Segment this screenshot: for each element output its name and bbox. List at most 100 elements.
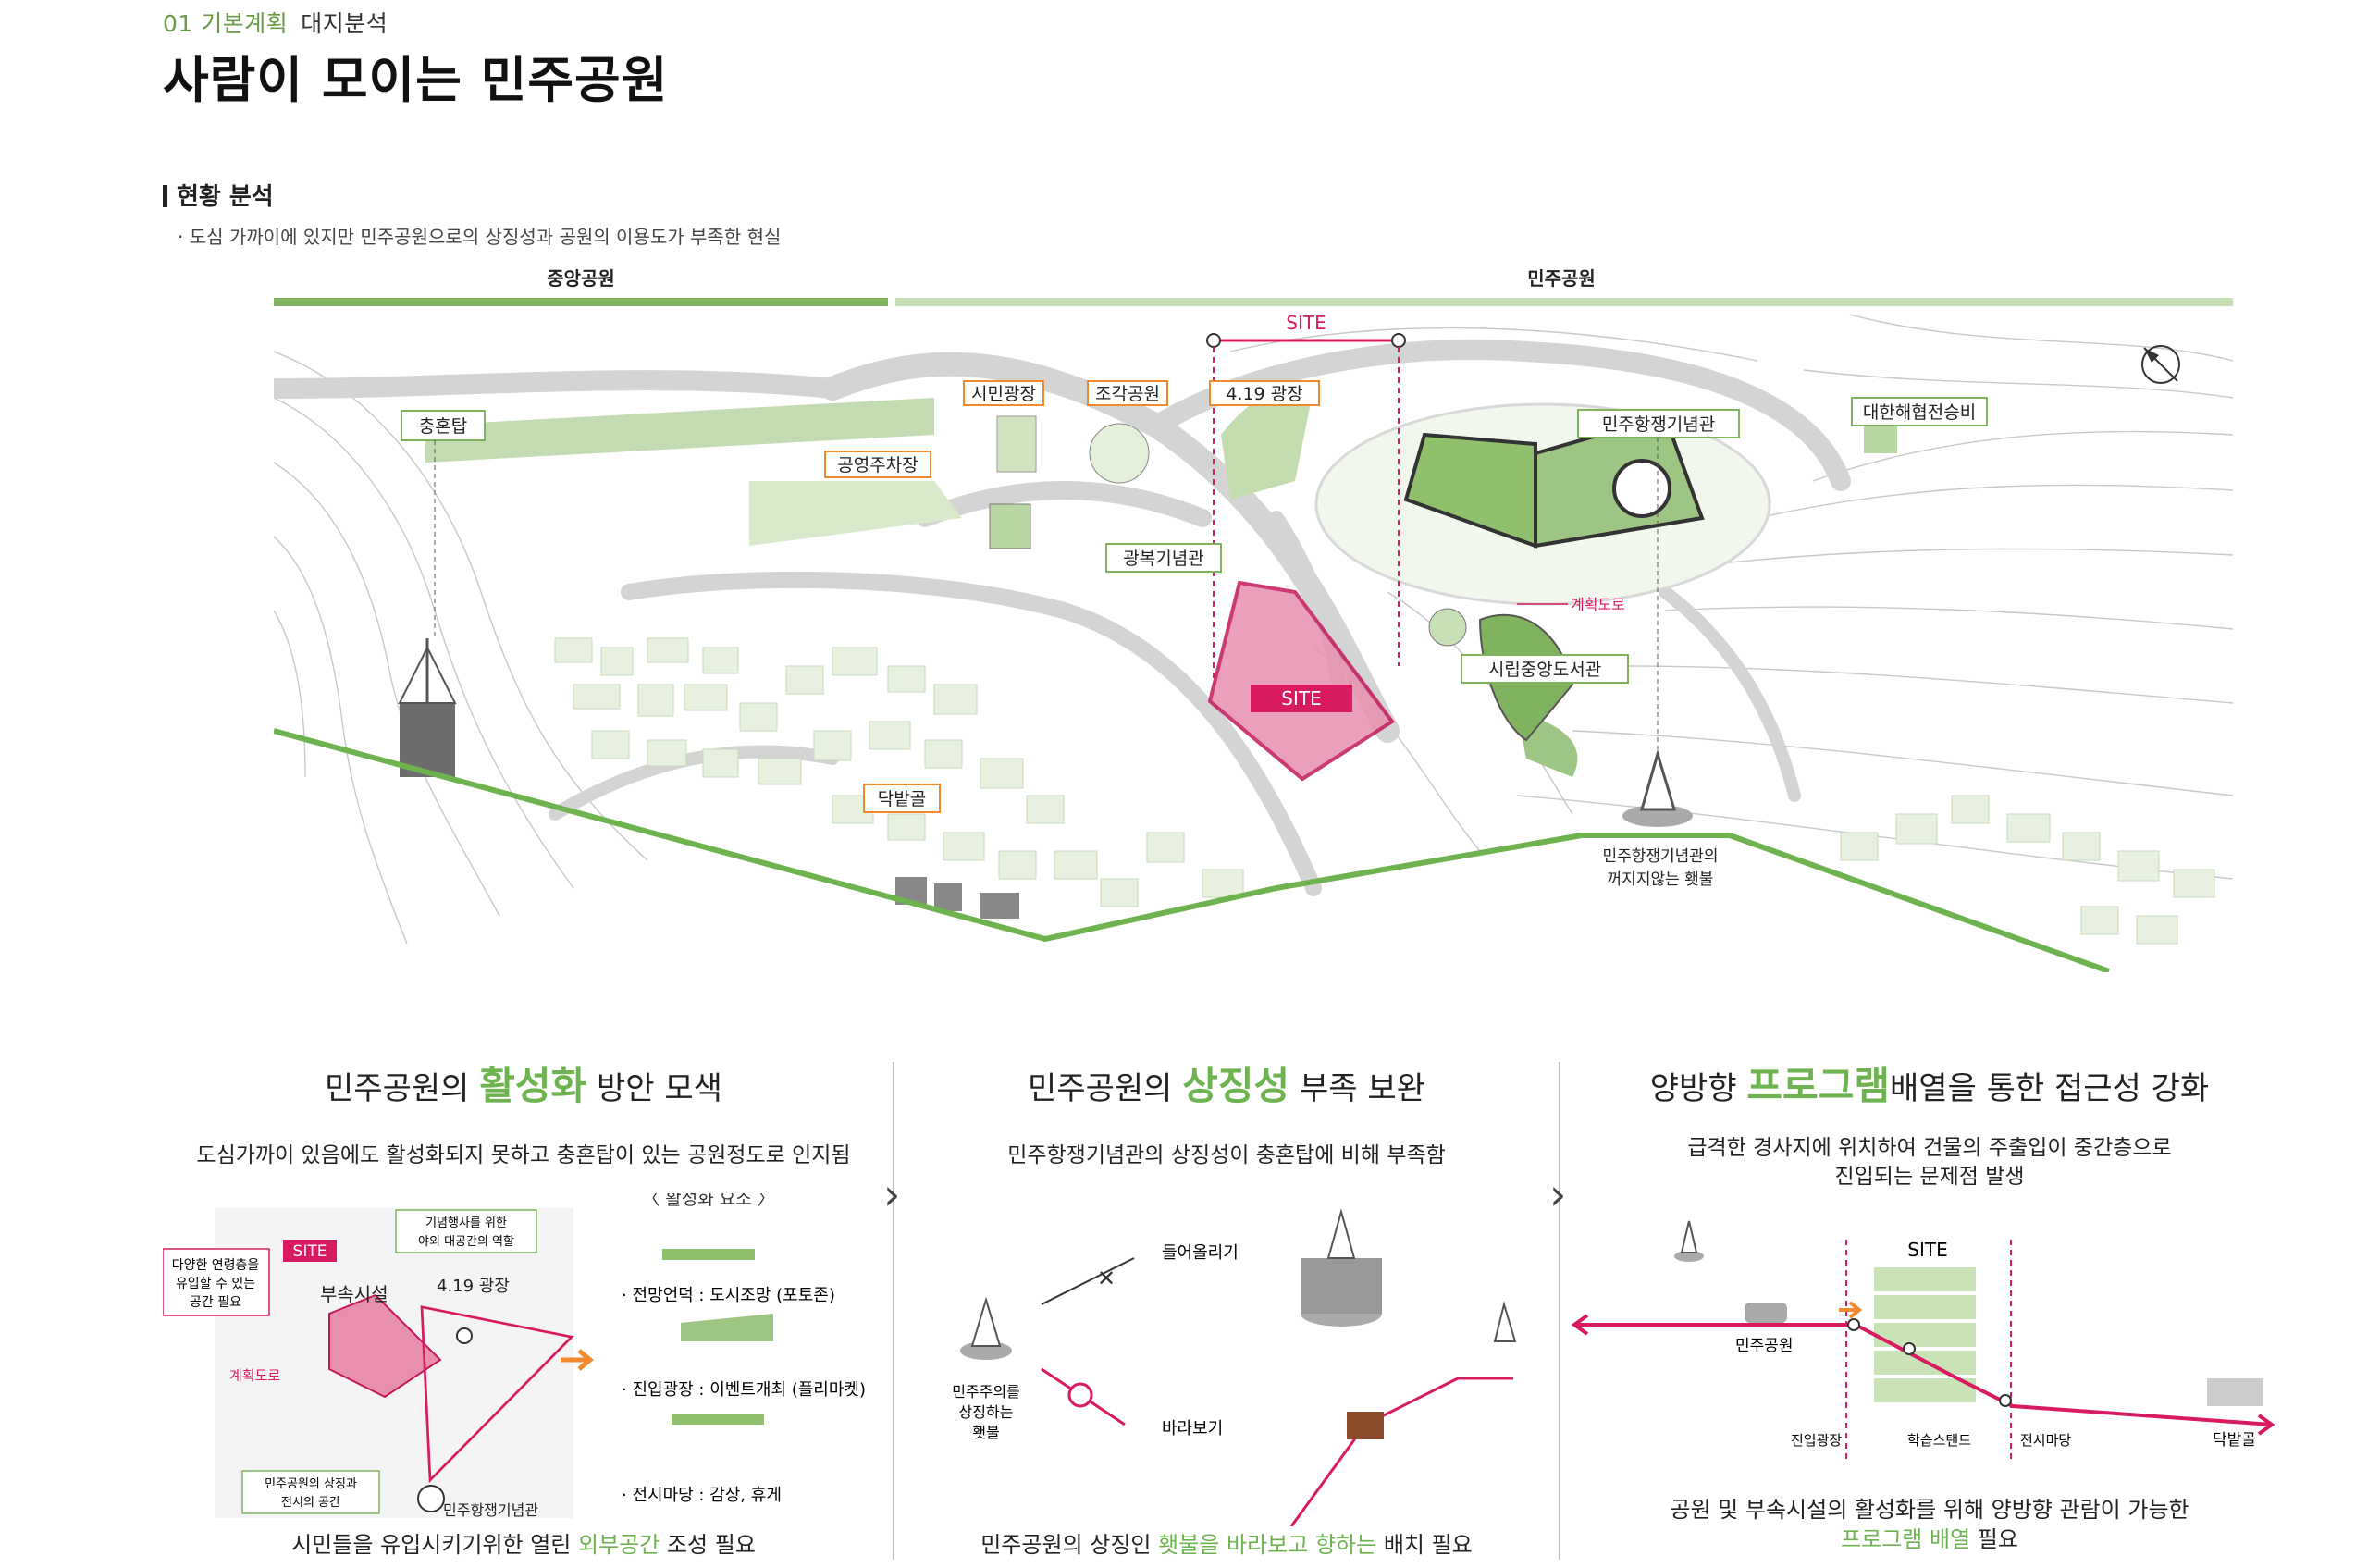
panel-divider-1 bbox=[893, 1062, 894, 1560]
panel-1-foot: 시민들을 유입시키기위한 열린 외부공간 조성 필요 bbox=[163, 1526, 884, 1559]
callout-bottom-1: 민주공원의 상징과 bbox=[265, 1477, 357, 1491]
element-icons bbox=[662, 1249, 773, 1425]
callout-top-1: 기념행사를 위한 bbox=[426, 1216, 507, 1230]
torch-small-icon bbox=[1674, 1220, 1704, 1262]
torch-label-3: 횃불 bbox=[972, 1424, 999, 1441]
band-label-central: 중앙공원 bbox=[547, 267, 615, 290]
callout-left-2: 유입할 수 있는 bbox=[176, 1277, 255, 1291]
central-park-band bbox=[274, 298, 888, 306]
callout-bottom-box bbox=[241, 1470, 380, 1514]
element-3: · 전시마당 : 감상, 휴게 bbox=[622, 1486, 782, 1505]
panel-3-title-post: 배열을 통한 접근성 강화 bbox=[1889, 1070, 2210, 1107]
panel-2-title: 민주공원의 상징성 부족 보완 bbox=[903, 1055, 1550, 1111]
mini-site-area bbox=[328, 1293, 442, 1399]
label-plan-road: 계획도로 bbox=[1571, 596, 1625, 613]
label-torch-2: 꺼지지않는 횃불 bbox=[1608, 870, 1714, 889]
label-chunghontap: 충혼탑 bbox=[419, 416, 467, 437]
title-bar-icon bbox=[163, 185, 167, 207]
site-top-label: SITE bbox=[1286, 312, 1326, 334]
panel-2-title-post: 부족 보완 bbox=[1289, 1070, 1425, 1107]
plaza-node bbox=[456, 1327, 473, 1344]
park-boundary-line bbox=[274, 728, 2111, 972]
elements-title: 〈 활성화 요소 〉 bbox=[642, 1193, 775, 1209]
chevron-right-icon: › bbox=[883, 1169, 901, 1219]
lift-arrow-icon bbox=[1041, 1257, 1135, 1305]
panel-2-title-hl: 상징성 bbox=[1182, 1063, 1290, 1108]
label-minju-hall: 민주항쟁기념관 bbox=[1602, 414, 1715, 435]
label-simin: 시민광장 bbox=[971, 384, 1036, 404]
site-block-bg bbox=[1251, 685, 1352, 712]
mini-site-label: SITE bbox=[293, 1242, 327, 1261]
mini-facility-label: 부속시설 bbox=[320, 1283, 388, 1305]
panel-2-foot-hl: 횃불을 바라보고 향하는 bbox=[1158, 1532, 1377, 1558]
panel-1-diagram: SITE 부속시설 4.19 광장 민주항쟁기념관 계획도로 다양한 연령층을 … bbox=[163, 1193, 866, 1519]
panel-3-diagram: SITE 민주공원 닥밭골 진입광장 학습스탠드 전시마당 bbox=[1571, 1220, 2276, 1462]
p3-dakbat-label: 닥밭골 bbox=[2213, 1431, 2256, 1450]
site-block-label: SITE bbox=[1281, 687, 1321, 710]
kicker-sub: 대지분석 bbox=[301, 10, 388, 37]
roads bbox=[274, 340, 1851, 896]
label-daehan: 대한해협전승비 bbox=[1863, 402, 1976, 423]
p3-minju-label: 민주공원 bbox=[1735, 1337, 1794, 1355]
panel-3-desc-2: 진입되는 문제점 발생 bbox=[1834, 1165, 2025, 1190]
label-419: 4.19 광장 bbox=[1226, 384, 1302, 404]
minju-park-band bbox=[895, 298, 2233, 306]
mini-memorial-label: 민주항쟁기념관 bbox=[443, 1501, 538, 1519]
kicker-text: 01 기본계획 bbox=[163, 10, 289, 37]
panel-3-title-pre: 양방향 bbox=[1649, 1070, 1747, 1107]
section-kicker: 01 기본계획 대지분석 bbox=[163, 6, 388, 39]
building-stack bbox=[1874, 1267, 1976, 1402]
torch-monument bbox=[1622, 748, 1693, 827]
circulation-triangle bbox=[420, 1305, 574, 1484]
callout-left-3: 공간 필요 bbox=[190, 1295, 241, 1310]
panel-1-foot-post: 조성 필요 bbox=[660, 1532, 756, 1558]
panel-3-desc-1: 급격한 경사지에 위치하여 건물의 주출입이 중간층으로 bbox=[1687, 1136, 2172, 1160]
village-blocks-icon bbox=[2207, 1378, 2263, 1406]
minju-memorial-hall-shape bbox=[1403, 414, 1705, 549]
north-arrow-icon bbox=[2141, 345, 2180, 384]
panel-2-foot-post: 배치 필요 bbox=[1376, 1532, 1473, 1558]
mini-plan-road-label: 계획도로 bbox=[229, 1367, 280, 1384]
mini-plaza-label: 4.19 광장 bbox=[437, 1277, 510, 1296]
panel-3-foot-1: 공원 및 부속시설의 활성화를 위해 양방향 관람이 가능한 bbox=[1670, 1497, 2189, 1523]
panel-2-diagram: 민주주의를 상징하는 횃불 ✕ 들어올리기 바라보기 bbox=[952, 1208, 1517, 1526]
band-label-minju: 민주공원 bbox=[1527, 267, 1596, 290]
torch-icon bbox=[960, 1296, 1012, 1360]
label-torch-1: 민주항쟁기념관의 bbox=[1602, 847, 1718, 866]
site-area bbox=[1207, 580, 1395, 782]
lift-label: 들어올리기 bbox=[1162, 1243, 1239, 1263]
element-2: · 진입광장 : 이벤트개최 (플리마켓) bbox=[622, 1380, 866, 1400]
panel-divider-2 bbox=[1559, 1062, 1560, 1560]
panel-2-desc: 민주항쟁기념관의 상징성이 충혼탑에 비해 부족함 bbox=[1007, 1143, 1446, 1167]
panel-3-foot-hl: 프로그램 배열 bbox=[1841, 1526, 1971, 1553]
panel-1-title-hl: 활성화 bbox=[479, 1063, 587, 1108]
panel-3-foot-2: 프로그램 배열 필요 bbox=[1569, 1525, 2290, 1554]
p3-entry-label: 진입광장 bbox=[1791, 1432, 1842, 1449]
callout-left-box bbox=[163, 1248, 270, 1316]
mini-site-tag bbox=[283, 1240, 337, 1262]
label-jogak: 조각공원 bbox=[1095, 384, 1160, 404]
raised-torch-icon bbox=[1301, 1208, 1382, 1327]
panel-1-title-pre: 민주공원의 bbox=[325, 1070, 480, 1107]
p3-site-label: SITE bbox=[1907, 1239, 1947, 1261]
element-1: · 전망언덕 : 도시조망 (포토존) bbox=[622, 1286, 835, 1305]
panel-2-foot-pre: 민주공원의 상징인 bbox=[980, 1532, 1159, 1558]
section-title: 현황 분석 bbox=[163, 178, 274, 212]
entry-arrow-icon bbox=[1839, 1301, 1863, 1319]
look-label: 바라보기 bbox=[1162, 1419, 1223, 1438]
car-icon bbox=[1745, 1303, 1787, 1323]
stair-path-icon bbox=[1289, 1301, 1517, 1526]
p3-exhibit-label: 전시마당 bbox=[2020, 1432, 2071, 1449]
panel-1-desc: 도심가까이 있음에도 활성화되지 못하고 충혼탑이 있는 공원정도로 인지됨 bbox=[196, 1143, 851, 1167]
map-callouts: 충혼탑 시민광장 조각공원 4.19 광장 공영주차장 광복기념관 민주항쟁기념… bbox=[401, 380, 1988, 889]
label-parking: 공영주차장 bbox=[837, 455, 918, 475]
look-node-icon bbox=[1067, 1382, 1093, 1408]
callout-bottom-2: 전시의 공간 bbox=[281, 1496, 340, 1510]
label-gwangbok: 광복기념관 bbox=[1123, 549, 1203, 569]
callout-top-2: 야외 대공간의 역할 bbox=[418, 1235, 514, 1249]
torch-label-2: 상징하는 bbox=[959, 1403, 1014, 1421]
panel-1-title: 민주공원의 활성화 방안 모색 bbox=[163, 1055, 884, 1111]
panel-3-foot-post: 필요 bbox=[1970, 1526, 2018, 1553]
